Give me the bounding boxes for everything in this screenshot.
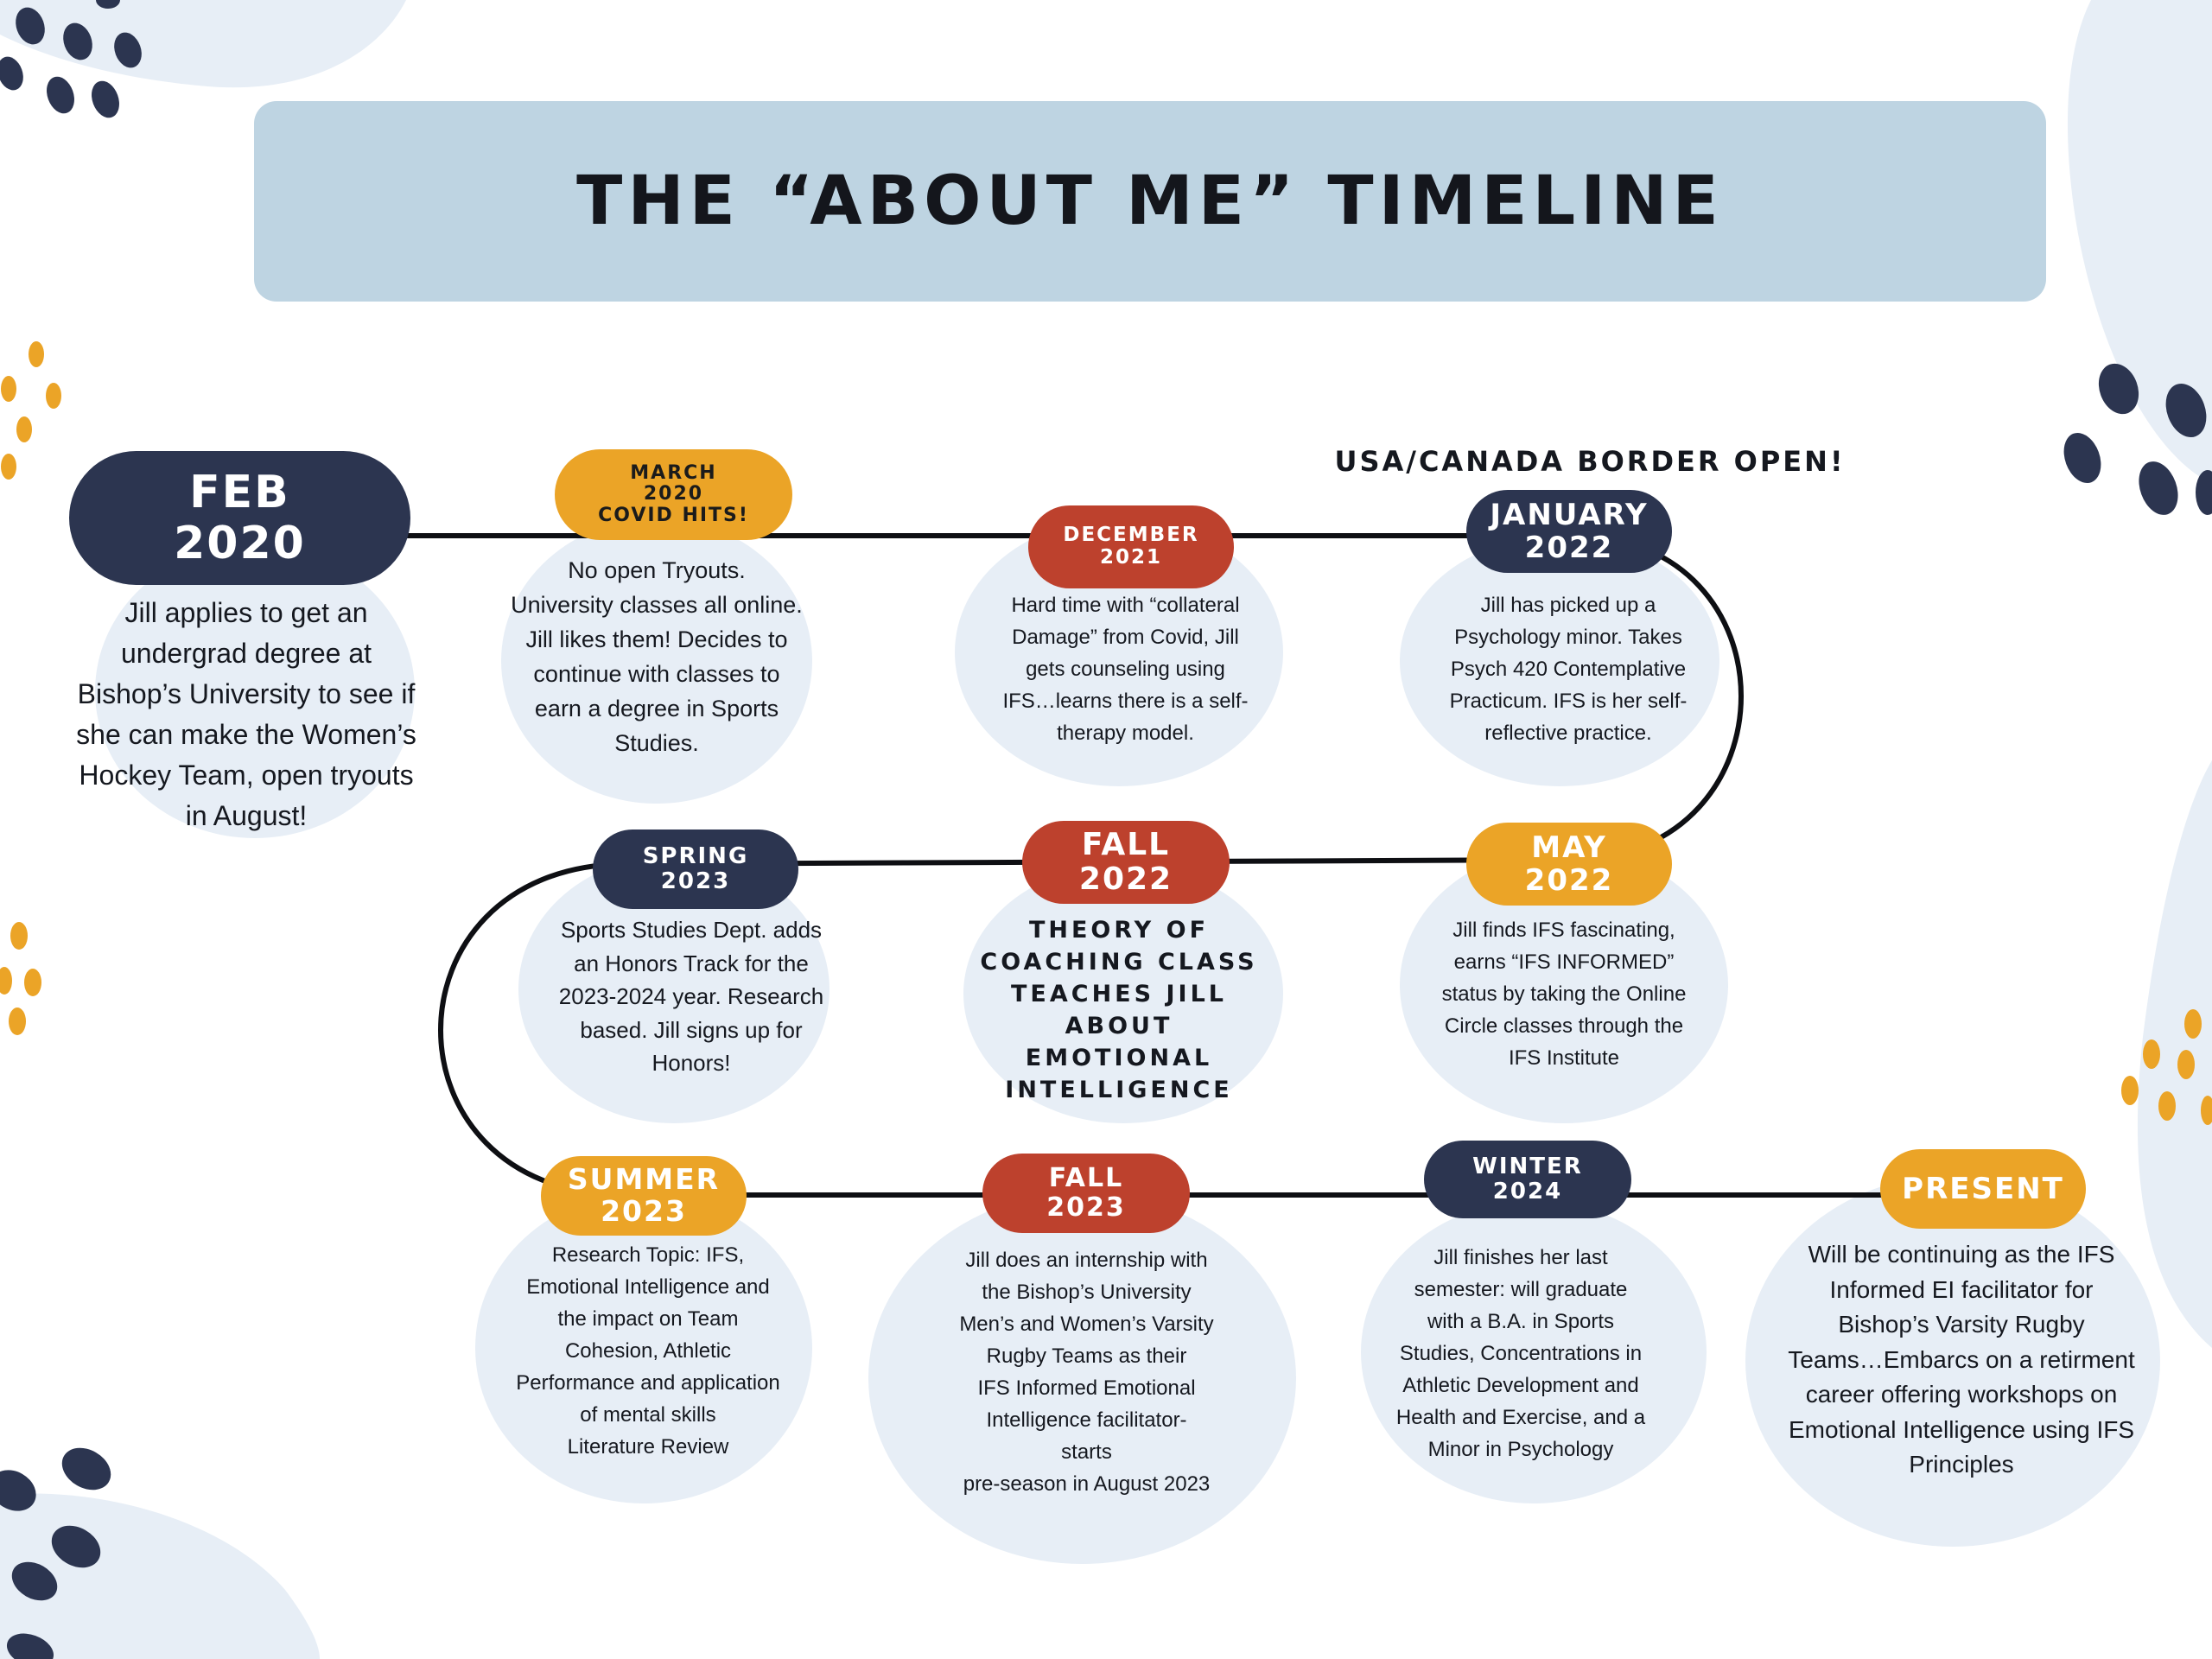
corner-blob-top-left — [0, 0, 406, 88]
event-desc-fall-2023: Jill does an internship with the Bishop’… — [959, 1249, 1214, 1496]
event-pill-summer-2023: SUMMER 2023 — [541, 1156, 747, 1236]
event-pill-fall-2022: FALL 2022 — [1022, 821, 1230, 904]
navy-dots-right — [2063, 363, 2212, 515]
event-pill-december-2021: DECEMBER 2021 — [1028, 505, 1234, 588]
event-desc-may-2022: Jill finds IFS fascinating, earns “IFS I… — [1441, 918, 1687, 1070]
corner-blob-top-right — [2067, 0, 2212, 484]
orange-dots-left-lower — [0, 922, 41, 1035]
title-banner: THE “ABOUT ME” TIMELINE — [254, 101, 2046, 302]
event-desc-fall-2022: THEORY OF COACHING CLASS TEACHES JILL AB… — [980, 917, 1258, 1103]
event-blob — [868, 1192, 1296, 1564]
event-desc-december-2021: Hard time with “collateral Damage” from … — [1002, 594, 1249, 745]
event-pill-feb-2020: FEB 2020 — [69, 451, 410, 585]
event-desc-march-2020: No open Tryouts. University classes all … — [511, 557, 803, 756]
event-pill-may-2022: MAY 2022 — [1466, 823, 1672, 906]
event-desc-spring-2023: Sports Studies Dept. adds an Honors Trac… — [558, 917, 824, 1076]
orange-dots-left-upper — [1, 341, 61, 480]
event-pill-fall-2023: FALL 2023 — [982, 1154, 1190, 1233]
event-blob — [95, 544, 415, 838]
event-pill-march-2020: MARCH 2020 COVID HITS! — [555, 449, 792, 540]
event-pill-present: PRESENT — [1880, 1149, 2086, 1229]
page-title: THE “ABOUT ME” TIMELINE — [576, 162, 1724, 240]
corner-blob-right — [2137, 760, 2212, 1348]
event-blob — [963, 864, 1283, 1123]
event-desc-summer-2023: Research Topic: IFS, Emotional Intellige… — [516, 1243, 780, 1459]
event-pill-january-2022: JANUARY 2022 — [1466, 490, 1672, 573]
event-blob — [1745, 1175, 2160, 1547]
event-blob — [1361, 1201, 1707, 1503]
event-blob — [501, 518, 812, 804]
event-pill-winter-2024: WINTER 2024 — [1424, 1141, 1631, 1218]
event-blob — [475, 1192, 812, 1503]
navy-dots-top-left — [0, 0, 142, 118]
event-desc-feb-2020: Jill applies to get an undergrad degree … — [76, 597, 416, 831]
event-desc-winter-2024: Jill finishes her last semester: will gr… — [1395, 1246, 1646, 1461]
border-open-note: USA/CANADA BORDER OPEN! — [1334, 445, 1846, 478]
orange-dots-right — [2121, 1009, 2212, 1125]
event-desc-present: Will be continuing as the IFS Informed E… — [1788, 1241, 2135, 1478]
event-pill-spring-2023: SPRING 2023 — [593, 830, 798, 909]
event-desc-january-2022: Jill has picked up a Psychology minor. T… — [1449, 594, 1688, 745]
event-blob — [1400, 536, 1719, 786]
